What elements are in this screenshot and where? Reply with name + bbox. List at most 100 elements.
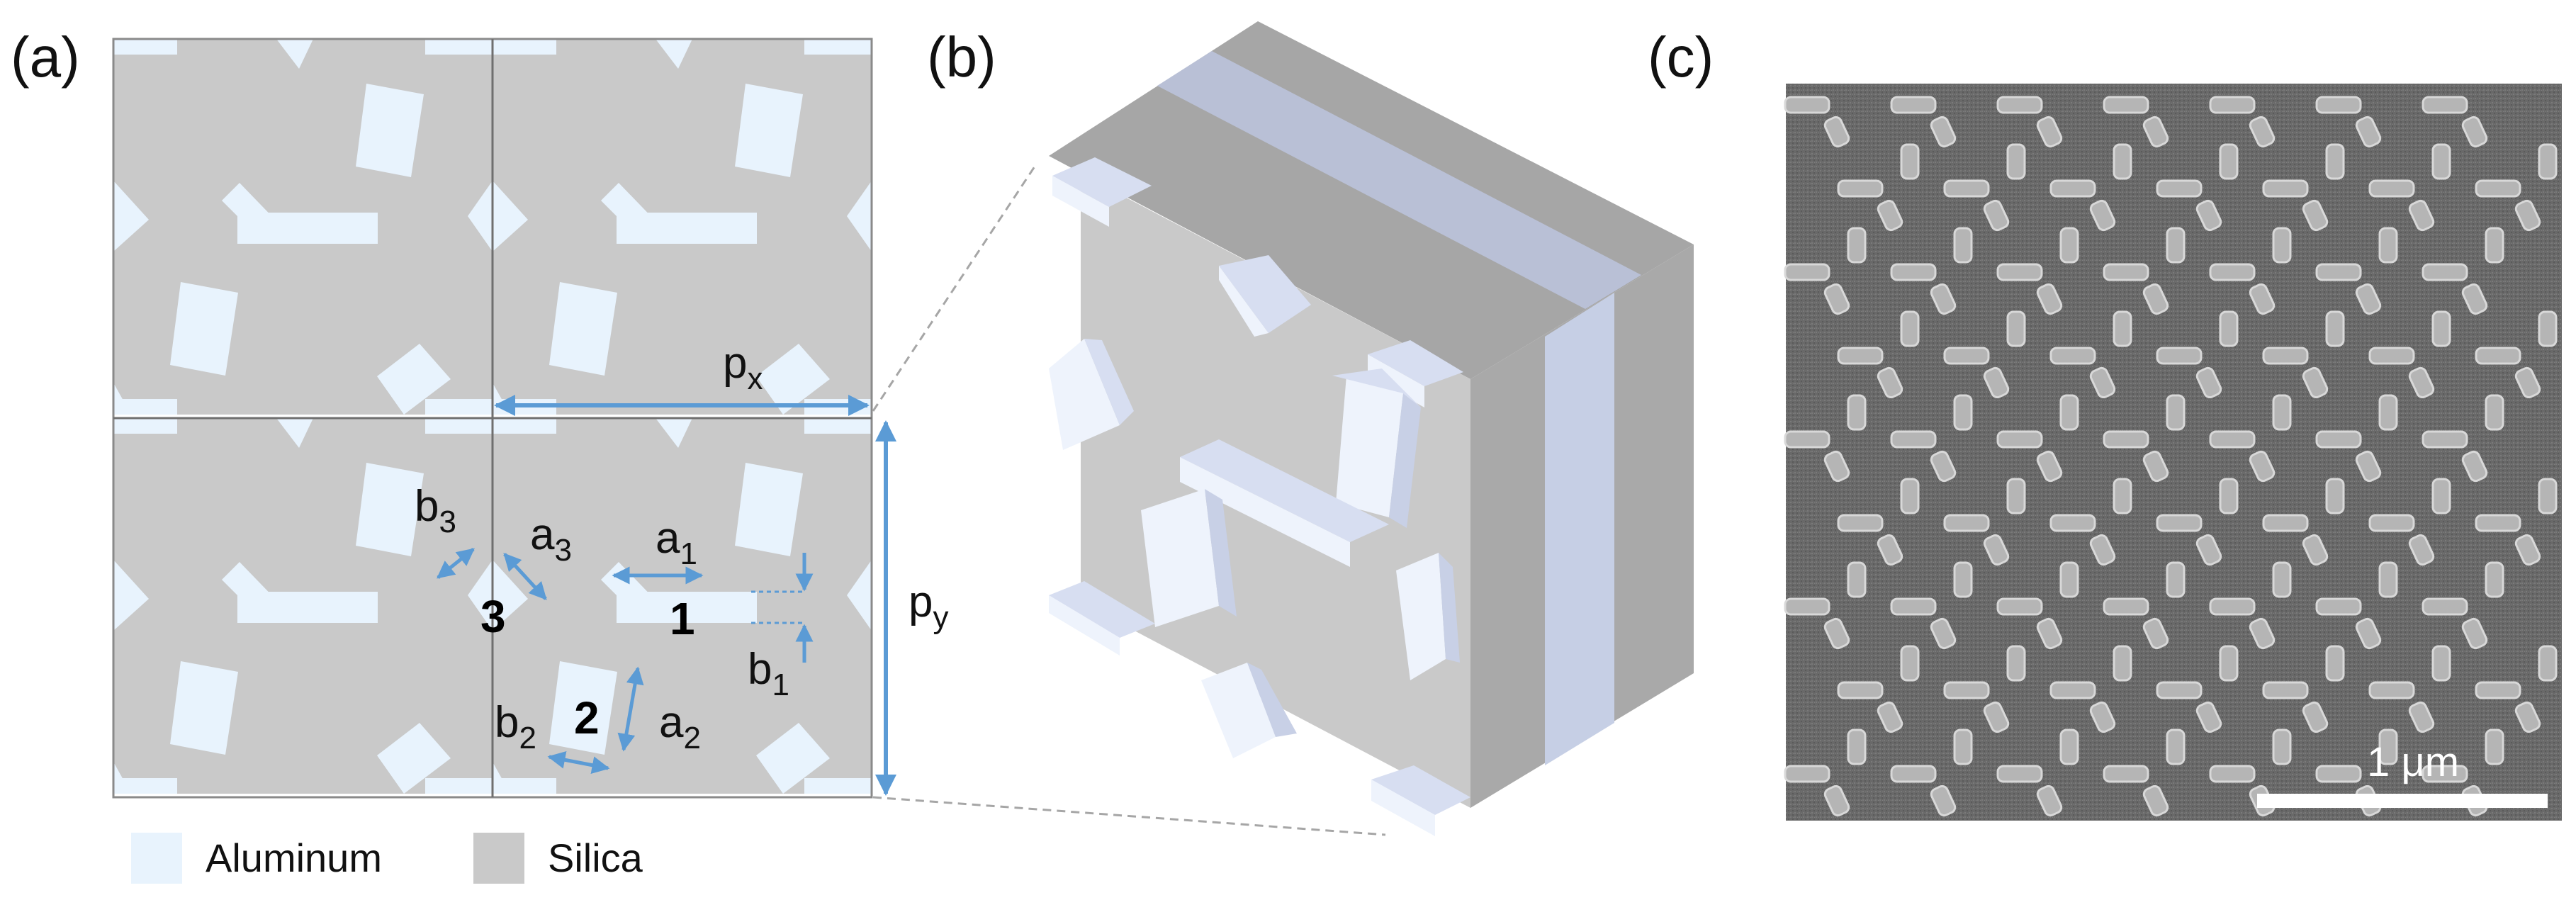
particle-3-label: 3 — [480, 591, 506, 642]
sem-particle — [1877, 701, 1903, 733]
sem-micrograph: 1 μm — [1784, 84, 2562, 821]
sem-particle — [2049, 179, 2096, 198]
sem-particle — [2219, 143, 2239, 180]
legend-aluminum-label: Aluminum — [206, 836, 382, 880]
sem-particles — [1784, 96, 2558, 817]
sem-particle — [2272, 394, 2292, 431]
sem-particle — [2461, 116, 2488, 148]
sem-particle — [1877, 366, 1903, 399]
px-label: px — [723, 339, 763, 396]
sem-particle — [2166, 227, 2186, 264]
sem-particle — [2431, 143, 2451, 180]
sem-particle — [1784, 597, 1830, 616]
sem-particle — [2059, 729, 2079, 765]
sem-particle — [1996, 263, 2043, 281]
sem-particle — [2514, 701, 2541, 733]
sem-particle — [1996, 765, 2043, 783]
sem-particle — [2156, 179, 2203, 198]
sem-particle — [1930, 450, 1957, 483]
sem-particle — [2195, 199, 2222, 232]
sem-particle — [2156, 681, 2203, 699]
sem-particle — [2103, 430, 2149, 449]
sem-particle — [2475, 681, 2521, 699]
sem-particle — [1877, 199, 1903, 232]
sem-particle — [1890, 597, 1937, 616]
sem-particle — [2422, 765, 2468, 783]
sem-particle — [1823, 283, 1850, 315]
sem-particle — [1837, 514, 1884, 532]
sem-particle — [1983, 366, 2010, 399]
sem-particle — [2209, 263, 2256, 281]
sem-particle — [2089, 701, 2116, 733]
sem-particle — [1823, 617, 1850, 650]
sem-particle — [2006, 143, 2026, 180]
sem-particle — [2262, 347, 2309, 365]
sem-particle — [2475, 179, 2521, 198]
sem-particle — [2036, 116, 2063, 148]
b1-label: b1 — [748, 645, 789, 702]
sem-particle — [2485, 561, 2504, 598]
sem-particle — [1784, 96, 1830, 114]
sem-particle — [1890, 765, 1937, 783]
particle-1-label: 1 — [670, 593, 695, 644]
sem-particle — [1930, 784, 1957, 817]
sem-particle — [2368, 179, 2415, 198]
a2-label: a2 — [659, 698, 701, 755]
sem-particle — [2422, 597, 2468, 616]
sem-particle — [2036, 450, 2063, 483]
sem-particle — [1953, 561, 1973, 598]
sem-particle — [2142, 784, 2169, 817]
sem-particle — [2325, 478, 2345, 514]
sem-particle — [1983, 199, 2010, 232]
sem-particle — [2315, 263, 2362, 281]
a2-arrow — [617, 666, 644, 752]
sem-particle — [1900, 478, 1920, 514]
sem-particle — [2036, 617, 2063, 650]
sem-particle — [2461, 283, 2488, 315]
sem-particle — [2422, 96, 2468, 114]
sem-particle — [2209, 430, 2256, 449]
sem-particle — [2378, 729, 2398, 765]
sem-particle — [2431, 310, 2451, 347]
sem-particle — [2315, 597, 2362, 616]
sem-particle — [2272, 729, 2292, 765]
sem-particle — [2355, 450, 2382, 483]
sem-particle — [1943, 681, 1990, 699]
sem-particle — [1823, 116, 1850, 148]
panel-a-label: (a) — [11, 26, 80, 89]
sem-particle — [2089, 199, 2116, 232]
sem-particle — [2049, 681, 2096, 699]
sem-particle — [2422, 263, 2468, 281]
sem-particle — [2113, 143, 2132, 180]
b3-arrow — [437, 548, 475, 579]
sem-particle — [2485, 729, 2504, 765]
sem-particle — [2302, 534, 2329, 566]
legend-aluminum-swatch — [131, 833, 182, 884]
sem-particle — [1930, 617, 1957, 650]
sem-particle — [2355, 116, 2382, 148]
py-label: py — [909, 578, 948, 635]
sem-particle — [2156, 347, 2203, 365]
sem-particle — [1943, 514, 1990, 532]
sem-particle — [2368, 514, 2415, 532]
sem-particle — [2089, 366, 2116, 399]
sem-particle — [2195, 701, 2222, 733]
sem-particle — [1837, 347, 1884, 365]
sem-particle — [2049, 514, 2096, 532]
zoom-guide-top — [872, 166, 1036, 412]
sem-particle — [2113, 310, 2132, 347]
sem-particle — [2249, 617, 2276, 650]
sem-particle — [1953, 729, 1973, 765]
sem-particle — [2195, 366, 2222, 399]
sem-particle — [2103, 765, 2149, 783]
sem-particle — [2103, 96, 2149, 114]
sem-particle — [2219, 310, 2239, 347]
sem-particle — [2302, 701, 2329, 733]
sem-particle — [2325, 310, 2345, 347]
legend-silica-swatch — [473, 833, 524, 884]
sem-particle — [2006, 645, 2026, 682]
sem-particle — [2408, 366, 2435, 399]
sem-particle — [2059, 227, 2079, 264]
sem-particle — [2195, 534, 2222, 566]
sem-particle — [2262, 514, 2309, 532]
